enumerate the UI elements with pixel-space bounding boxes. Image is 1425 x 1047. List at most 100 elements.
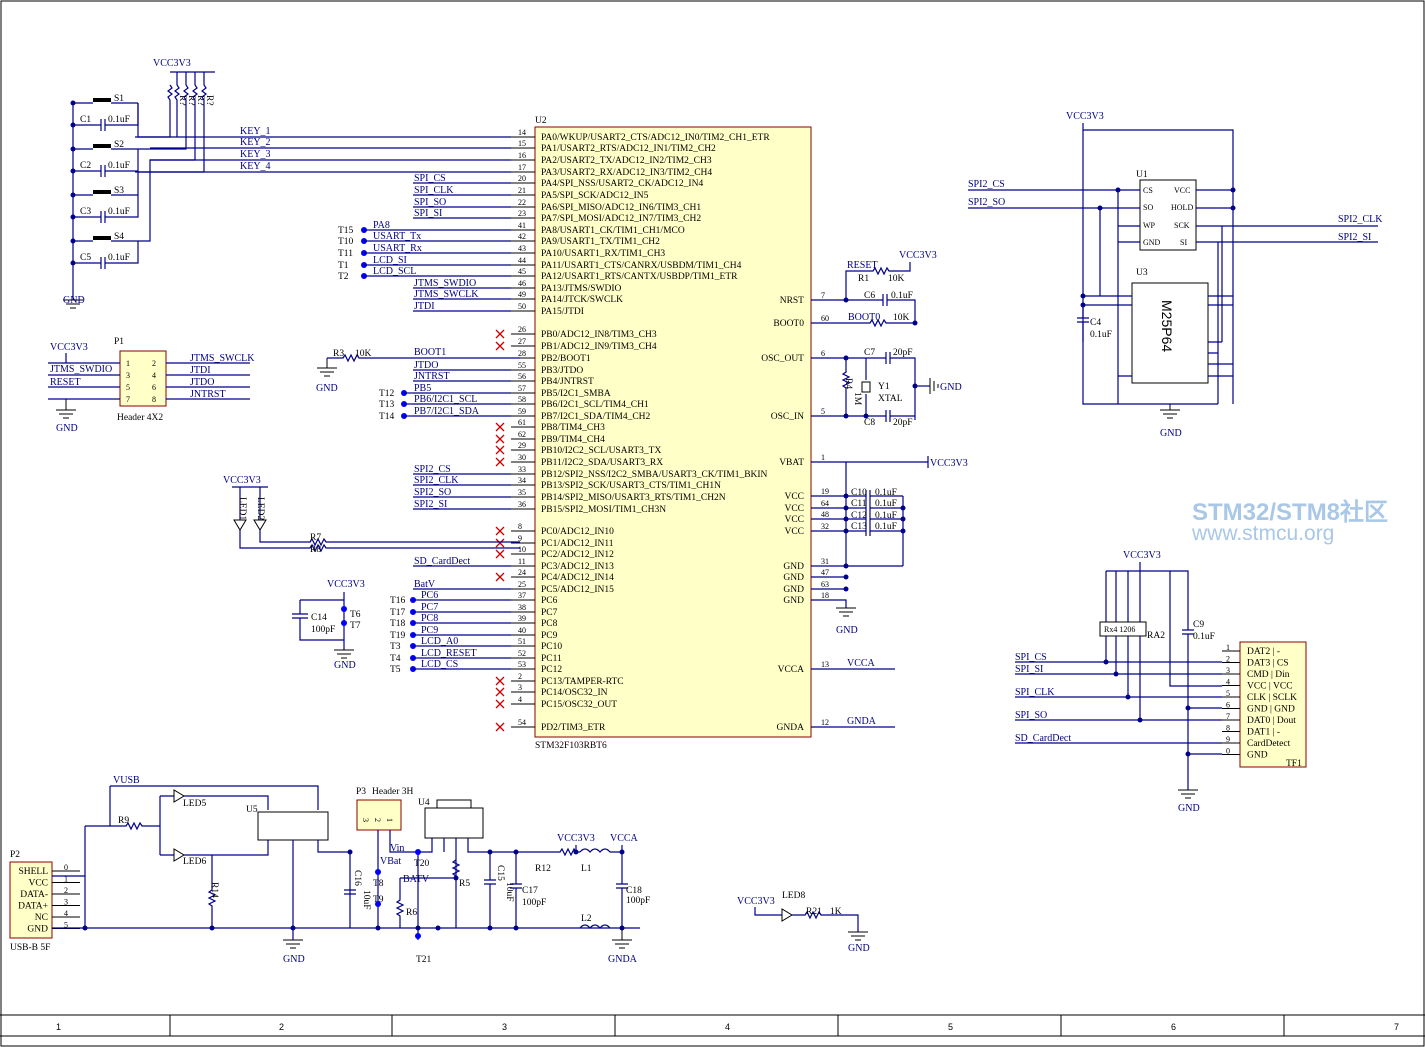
- watermark: STM32/STM8社区 www.stmcu.org: [1191, 498, 1388, 545]
- spi-flash: VCC3V3 U1 CS SO WP GND VCC HOLD SCK SI S…: [968, 111, 1383, 439]
- mcu-pin-number: 42: [518, 232, 526, 241]
- mcu-pin-number: 53: [518, 660, 526, 669]
- mcu-pin-name: PC1/ADC12_IN11: [541, 539, 614, 549]
- net-label: SD_CardDect: [414, 556, 470, 567]
- c17-ref: C17: [522, 886, 538, 896]
- tf-pin-number: 4: [1226, 678, 1230, 687]
- mcu-pin-name: PA12/USART1_RTS/CANTX/USBDP/TIM1_ETR: [541, 272, 738, 282]
- mcu-pin-number: 24: [518, 568, 526, 577]
- boot1-pulldown: GND R3 10K: [316, 349, 520, 394]
- c14-value: 100pF: [311, 625, 335, 635]
- mcu-pin-name: PC14/OSC32_IN: [541, 688, 608, 698]
- net-label: KEY_3: [240, 149, 271, 160]
- mcu-pin-name: PA1/USART2_RTS/ADC12_IN1/TIM2_CH2: [541, 144, 716, 154]
- ra2-ref: RA2: [1147, 631, 1165, 641]
- mcu-pin-number: 29: [518, 441, 526, 450]
- battery-header-p3: P3 Header 3H 3 2 1 Vin VBat T8 T9: [356, 787, 418, 931]
- boot0-net: BOOT0: [848, 312, 880, 323]
- r21-ref: R21: [806, 907, 822, 917]
- mcu-pin-number: 23: [518, 209, 526, 218]
- button-ref: S4: [114, 232, 124, 242]
- u5-part: TP4057: [272, 822, 311, 834]
- spi-si-label: SPI_SI: [1015, 664, 1043, 675]
- reset-circuit: RESET R1 10K VCC3V3 C6 0.1uF BOOT0 10K C…: [811, 250, 962, 428]
- led1-ref: LED1: [237, 497, 247, 520]
- net-label: JNTRST: [414, 371, 450, 382]
- mcu-pin-number: 21: [518, 186, 526, 195]
- p1-ref: P1: [114, 337, 124, 347]
- tf-pin-name: CMD | Din: [1247, 670, 1290, 680]
- tf-pin-number: 6: [1226, 701, 1230, 710]
- reset-net: RESET: [847, 260, 878, 271]
- c12-ref: C12: [851, 511, 867, 521]
- net-label: PA8: [373, 220, 390, 231]
- mcu-pin-number: 6: [821, 349, 825, 358]
- mcu-pin-number: 8: [518, 522, 522, 531]
- button-switch[interactable]: [93, 236, 111, 240]
- cap-value: 0.1uF: [875, 488, 897, 498]
- mcu-pin-name: PA10/USART1_RX/TIM1_CH3: [541, 249, 665, 259]
- net-label: SPI_SI: [414, 208, 442, 219]
- mcu-pin-name: PB3/JTDO: [541, 366, 583, 376]
- p1-pin: 1: [126, 359, 130, 368]
- mcu-pin-number: 35: [518, 488, 526, 497]
- vbat-label: VCC3V3: [930, 458, 968, 469]
- mcu-pin-number: 25: [518, 580, 526, 589]
- mcu-pin-name: PC10: [541, 642, 562, 652]
- c6-ref: C6: [864, 291, 875, 301]
- mcu-pin-number: 12: [821, 718, 829, 727]
- button-switch[interactable]: [93, 190, 111, 194]
- net-label: PC6: [421, 590, 438, 601]
- mcu-pin-number: 56: [518, 372, 526, 381]
- zone-label: 6: [1171, 1022, 1176, 1032]
- tf-pin-number: 5: [1226, 689, 1230, 698]
- testpoint-ref: T17: [390, 608, 406, 618]
- jtag-header-p1: P1 Header 4X2 1 3 5 7 2 4 6 8 VCC3V3 JTM…: [48, 337, 255, 434]
- decoupling-caps: C10 C11 C12 C13 0.1uF 0.1uF 0.1uF 0.1uF …: [811, 462, 906, 636]
- button-switch[interactable]: [93, 144, 111, 148]
- noconnect-mark: [495, 422, 505, 432]
- vcca-net: VCCA: [610, 833, 639, 844]
- mcu-pin-name: PA6/SPI_MISO/ADC12_IN6/TIM3_CH1: [541, 203, 701, 213]
- button-ref: S3: [114, 186, 124, 196]
- cap-value: 0.1uF: [108, 253, 130, 263]
- testpoint-ref: T14: [379, 412, 395, 422]
- mcu-pin-name: PB13/SPI2_SCK/USART3_CTS/TIM1_CH1N: [541, 481, 721, 491]
- svg-text:1: 1: [385, 818, 394, 822]
- mcu-pin-number: 7: [821, 291, 825, 300]
- cap-value: 0.1uF: [875, 511, 897, 521]
- mcu-pin-number: 9: [518, 534, 522, 543]
- mcu-u2: U2 STM32F103RBT6 14PA0/WKUP/USART2_CTS/A…: [135, 116, 835, 751]
- gnd-net: GND: [63, 295, 85, 306]
- mcu-pin-name: OSC_IN: [771, 412, 804, 422]
- noconnect-mark: [495, 329, 505, 339]
- button-switch[interactable]: [93, 98, 111, 102]
- vcc-net: VCC3V3: [1123, 550, 1161, 561]
- c14-ref: C14: [311, 613, 327, 623]
- mcu-pin-name: PB12/SPI2_NSS/I2C2_SMBA/USART3_CK/TIM1_B…: [541, 470, 768, 480]
- c16-value: 10uF: [361, 890, 371, 910]
- testpoint-ref: T2: [338, 272, 349, 282]
- junction: [70, 122, 76, 128]
- c18-value: 100pF: [626, 896, 650, 906]
- mcu-pin-name: PB14/SPI2_MISO/USART3_RTS/TIM1_CH2N: [541, 493, 726, 503]
- c10-ref: C10: [851, 488, 867, 498]
- t7-ref: T7: [350, 621, 361, 631]
- noconnect-mark: [495, 434, 505, 444]
- usb-pin-name: NC: [35, 913, 48, 923]
- c4-value: 0.1uF: [1090, 330, 1112, 340]
- gnd-net: GND: [1160, 428, 1182, 439]
- r2-value: 10K: [893, 313, 910, 323]
- r5-ref: R5: [459, 879, 470, 889]
- net-label: SPI_SO: [414, 197, 446, 208]
- led8-ref: LED8: [782, 891, 805, 901]
- vcca-net: VCCA: [847, 658, 876, 669]
- c11-ref: C11: [851, 499, 867, 509]
- ldo-section: U4 HT7333 T20 BATV R5 R6 T21 C15 10uF C1…: [395, 798, 650, 965]
- u1-pin: GND: [1143, 238, 1161, 247]
- mcu-pin-name: PD2/TIM3_ETR: [541, 723, 606, 733]
- mcu-pin-number: 58: [518, 395, 526, 404]
